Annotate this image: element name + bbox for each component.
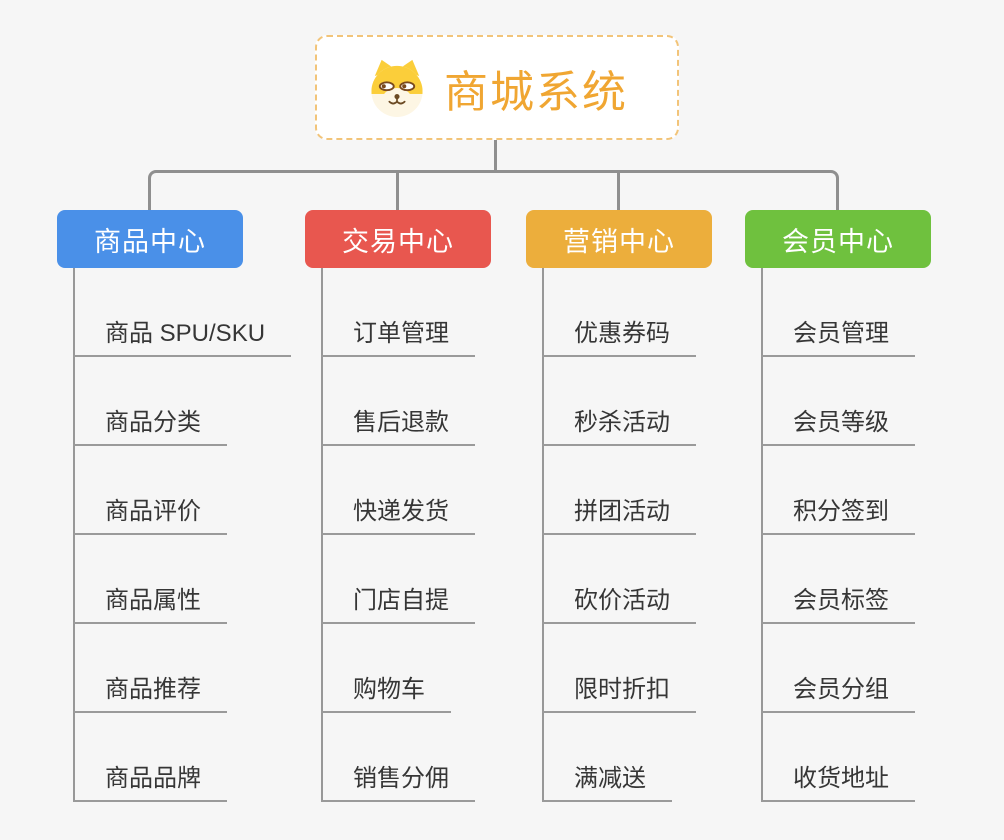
- leaf-node[interactable]: 购物车: [321, 669, 451, 713]
- leaf-node[interactable]: 商品评价: [73, 491, 227, 535]
- leaf-node[interactable]: 商品属性: [73, 580, 227, 624]
- leaf-node[interactable]: 订单管理: [321, 313, 475, 357]
- connector-root-stem: [494, 138, 497, 172]
- leaf-node[interactable]: 商品分类: [73, 402, 227, 446]
- connector-drop-trade: [396, 172, 399, 210]
- dog-face-icon: [371, 59, 423, 117]
- branch-line: [321, 268, 323, 802]
- leaf-node[interactable]: 会员标签: [761, 580, 915, 624]
- branch-marketing-center: 营销中心 优惠券码 秒杀活动 拼团活动 砍价活动 限时折扣 满减送: [526, 210, 766, 810]
- leaf-node[interactable]: 满减送: [542, 758, 672, 802]
- leaf-node[interactable]: 会员等级: [761, 402, 915, 446]
- branch-product-center: 商品中心 商品 SPU/SKU 商品分类 商品评价 商品属性 商品推荐 商品品牌: [57, 210, 297, 810]
- leaf-node[interactable]: 会员分组: [761, 669, 915, 713]
- branch-header-product-center[interactable]: 商品中心: [57, 210, 243, 268]
- branch-line: [761, 268, 763, 802]
- branch-header-trade-center[interactable]: 交易中心: [305, 210, 491, 268]
- branch-member-center: 会员中心 会员管理 会员等级 积分签到 会员标签 会员分组 收货地址: [745, 210, 985, 810]
- leaf-node[interactable]: 销售分佣: [321, 758, 475, 802]
- connector-rail: [148, 170, 839, 210]
- leaf-node[interactable]: 快递发货: [321, 491, 475, 535]
- leaf-node[interactable]: 拼团活动: [542, 491, 696, 535]
- leaf-node[interactable]: 会员管理: [761, 313, 915, 357]
- leaf-node[interactable]: 商品推荐: [73, 669, 227, 713]
- branch-trade-center: 交易中心 订单管理 售后退款 快递发货 门店自提 购物车 销售分佣: [305, 210, 545, 810]
- leaf-node[interactable]: 限时折扣: [542, 669, 696, 713]
- leaf-node[interactable]: 秒杀活动: [542, 402, 696, 446]
- leaf-node[interactable]: 门店自提: [321, 580, 475, 624]
- leaf-node[interactable]: 售后退款: [321, 402, 475, 446]
- leaf-node[interactable]: 商品品牌: [73, 758, 227, 802]
- leaf-node[interactable]: 砍价活动: [542, 580, 696, 624]
- root-node[interactable]: 商城系统: [315, 35, 679, 140]
- leaf-node[interactable]: 优惠券码: [542, 313, 696, 357]
- branch-header-marketing-center[interactable]: 营销中心: [526, 210, 712, 268]
- branch-line: [542, 268, 544, 802]
- leaf-node[interactable]: 收货地址: [761, 758, 915, 802]
- leaf-node[interactable]: 商品 SPU/SKU: [73, 313, 292, 357]
- branch-line: [73, 268, 75, 802]
- branch-header-member-center[interactable]: 会员中心: [745, 210, 931, 268]
- root-title: 商城系统: [444, 67, 628, 117]
- leaf-node[interactable]: 积分签到: [761, 491, 915, 535]
- connector-drop-marketing: [617, 172, 620, 210]
